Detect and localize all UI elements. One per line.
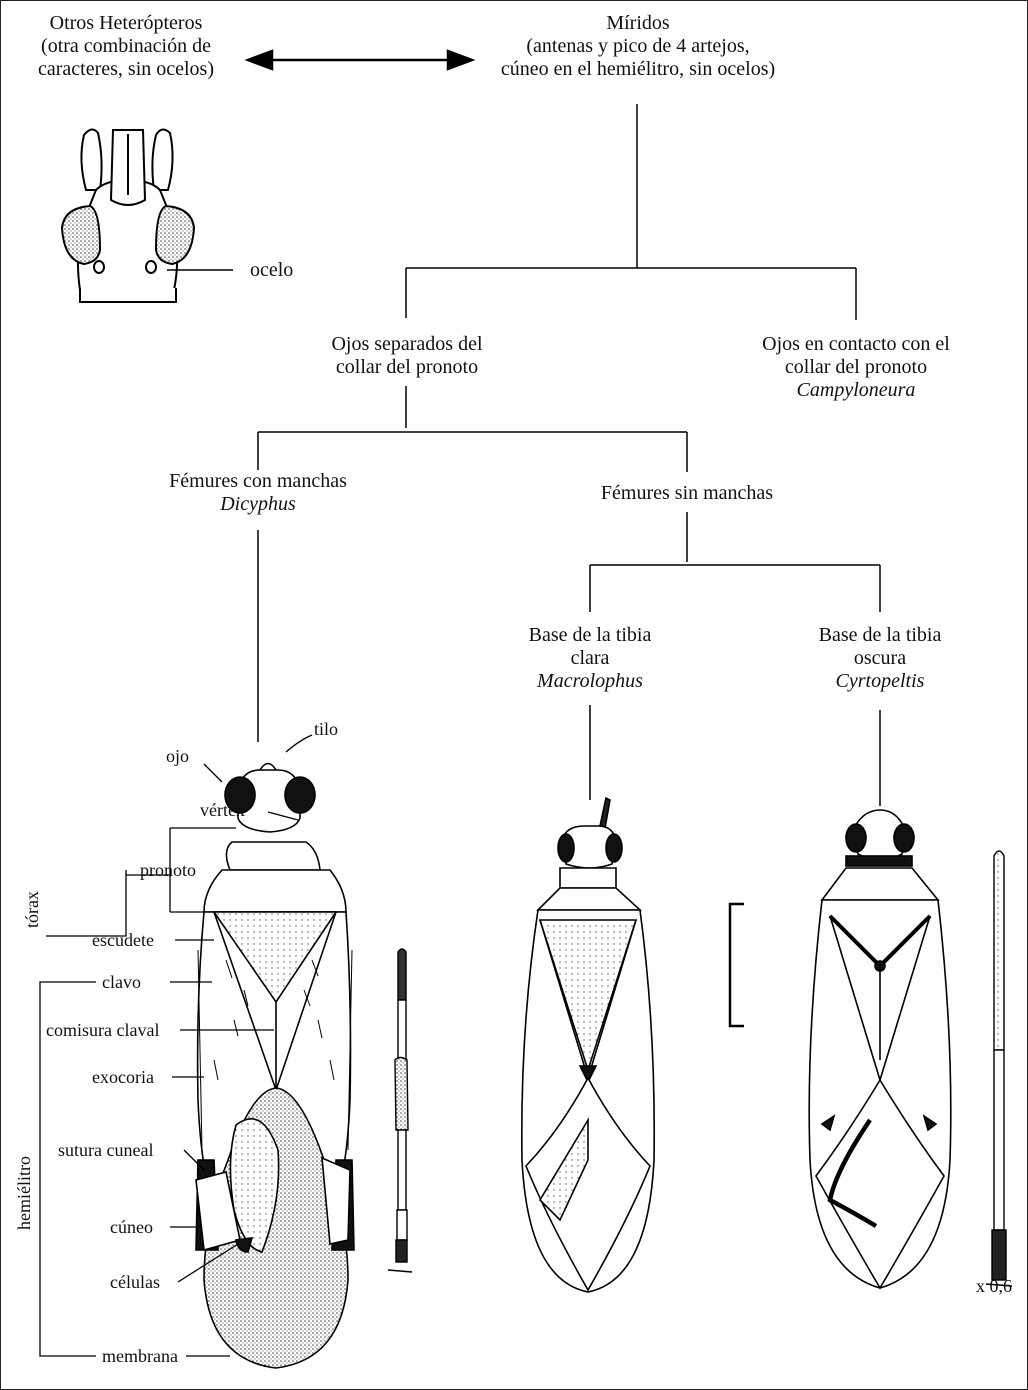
node-ojos-contacto-line2: collar del pronoto — [784, 356, 928, 378]
label-scale: x 0,6 — [976, 1276, 1012, 1296]
double-arrow-icon — [244, 49, 476, 71]
label-comisura-claval: comisura claval — [46, 1020, 160, 1040]
node-tibia-clara: Base de la tibia clara Macrolophus — [496, 624, 684, 693]
label-escudete: escudete — [92, 930, 154, 950]
node-femures-con-line1: Fémures con manchas — [169, 470, 347, 492]
node-otros: Otros Heterópteros (otra combinación de … — [4, 12, 248, 81]
label-ocelo: ocelo — [250, 259, 294, 281]
macrolophus-icon — [521, 796, 656, 1293]
label-ojo: ojo — [166, 746, 190, 766]
node-tibia-oscura: Base de la tibia oscura Cyrtopeltis — [786, 624, 974, 693]
scale-bar — [728, 902, 744, 1028]
label-membrana: membrana — [102, 1346, 178, 1366]
label-torax: tórax — [22, 891, 42, 928]
node-femures-sin-manchas: Fémures sin manchas — [570, 482, 804, 505]
label-leaders — [39, 763, 299, 1357]
node-ojos-separados-line2: collar del pronoto — [335, 356, 479, 378]
node-miridos-desc1: (antenas y pico de 4 artejos, — [526, 35, 750, 57]
node-femures-con-manchas: Fémures con manchas Dicyphus — [140, 470, 376, 516]
node-otros-desc1: (otra combinación de — [41, 35, 211, 57]
node-miridos-title: Míridos — [606, 12, 670, 34]
node-otros-title: Otros Heterópteros — [49, 12, 203, 34]
label-pronoto: pronoto — [140, 860, 196, 880]
antenna-icon — [985, 850, 1013, 1287]
label-sutura-cuneal: sutura cuneal — [58, 1140, 154, 1160]
genus-campyloneura: Campyloneura — [796, 379, 916, 401]
dicyphus-icon — [195, 734, 355, 1369]
genus-cyrtopeltis: Cyrtopeltis — [835, 670, 925, 692]
node-ojos-contacto-line1: Ojos en contacto con el — [762, 333, 950, 355]
node-otros-desc2: caracteres, sin ocelos) — [37, 58, 214, 80]
tree-lines — [257, 104, 881, 806]
genus-dicyphus: Dicyphus — [220, 493, 296, 515]
node-tibia-clara-line1: Base de la tibia — [528, 624, 652, 646]
genus-macrolophus: Macrolophus — [537, 670, 643, 692]
node-miridos-desc2: cúneo en el hemiélitro, sin ocelos) — [500, 58, 776, 80]
node-tibia-oscura-line1: Base de la tibia — [818, 624, 942, 646]
node-ojos-separados-line1: Ojos separados del — [331, 333, 483, 355]
node-femures-sin-line1: Fémures sin manchas — [600, 482, 774, 504]
heteroptera-head-icon — [60, 128, 233, 303]
node-ojos-separados: Ojos separados del collar del pronoto — [294, 333, 520, 379]
label-vertex: vértex — [200, 800, 245, 820]
cyrtopeltis-icon — [808, 809, 952, 1290]
label-exocoria: exocoria — [92, 1067, 154, 1087]
antenna-icon — [387, 948, 413, 1273]
node-tibia-clara-line2: clara — [570, 647, 610, 669]
node-ojos-contacto: Ojos en contacto con el collar del prono… — [736, 333, 976, 402]
label-tilo: tilo — [314, 719, 339, 739]
label-clavo: clavo — [102, 972, 141, 992]
node-tibia-oscura-line2: oscura — [853, 647, 907, 669]
label-hemielitro: hemiélitro — [14, 1156, 34, 1230]
node-miridos: Míridos (antenas y pico de 4 artejos, cú… — [470, 12, 806, 81]
label-celulas: células — [110, 1272, 160, 1292]
label-cuneo: cúneo — [110, 1217, 153, 1237]
